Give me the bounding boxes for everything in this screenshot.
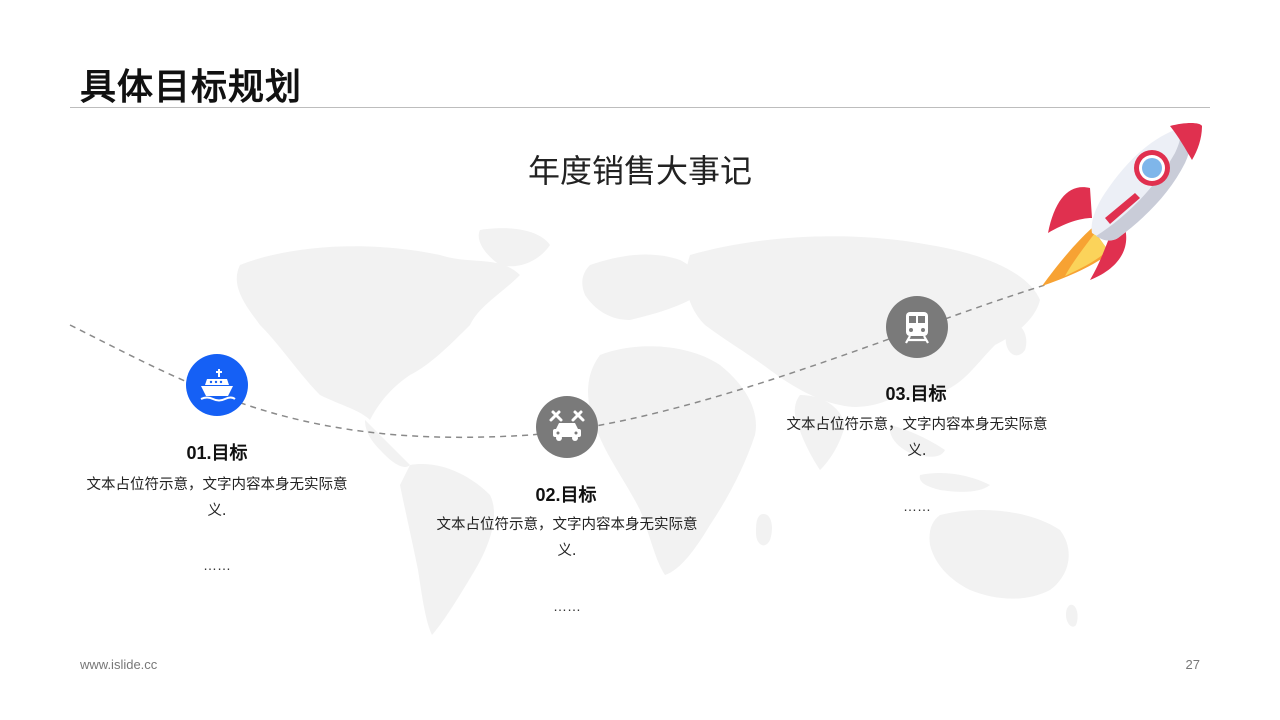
- milestone-2-badge: [536, 396, 598, 458]
- rocket-icon: [1042, 123, 1202, 286]
- milestone-1-badge: [186, 354, 248, 416]
- footer-url: www.islide.cc: [80, 657, 158, 672]
- title-divider: [70, 107, 1210, 108]
- milestone-2-title: 02.目标: [535, 485, 597, 505]
- ship-icon: [200, 369, 236, 402]
- milestone-2-ellipsis: ……: [553, 598, 581, 614]
- world-map-background: [236, 228, 1078, 635]
- milestone-3-ellipsis: ……: [903, 498, 931, 514]
- milestone-1-description: 文本占位符示意，文字内容本身无实际意义.: [86, 477, 348, 519]
- milestone-3-description: 文本占位符示意，文字内容本身无实际意义.: [786, 417, 1048, 459]
- milestone-1-ellipsis: ……: [203, 557, 231, 573]
- milestone-3-title: 03.目标: [885, 384, 947, 404]
- page-number: 27: [1185, 657, 1200, 672]
- page-title: 具体目标规划: [80, 67, 303, 108]
- section-subtitle: 年度销售大事记: [527, 152, 752, 190]
- milestone-3-badge: [886, 296, 948, 358]
- milestone-1-title: 01.目标: [186, 443, 248, 463]
- train-icon: [905, 312, 929, 344]
- car-repair-icon: [549, 410, 585, 441]
- milestone-2-description: 文本占位符示意，文字内容本身无实际意义.: [436, 517, 698, 559]
